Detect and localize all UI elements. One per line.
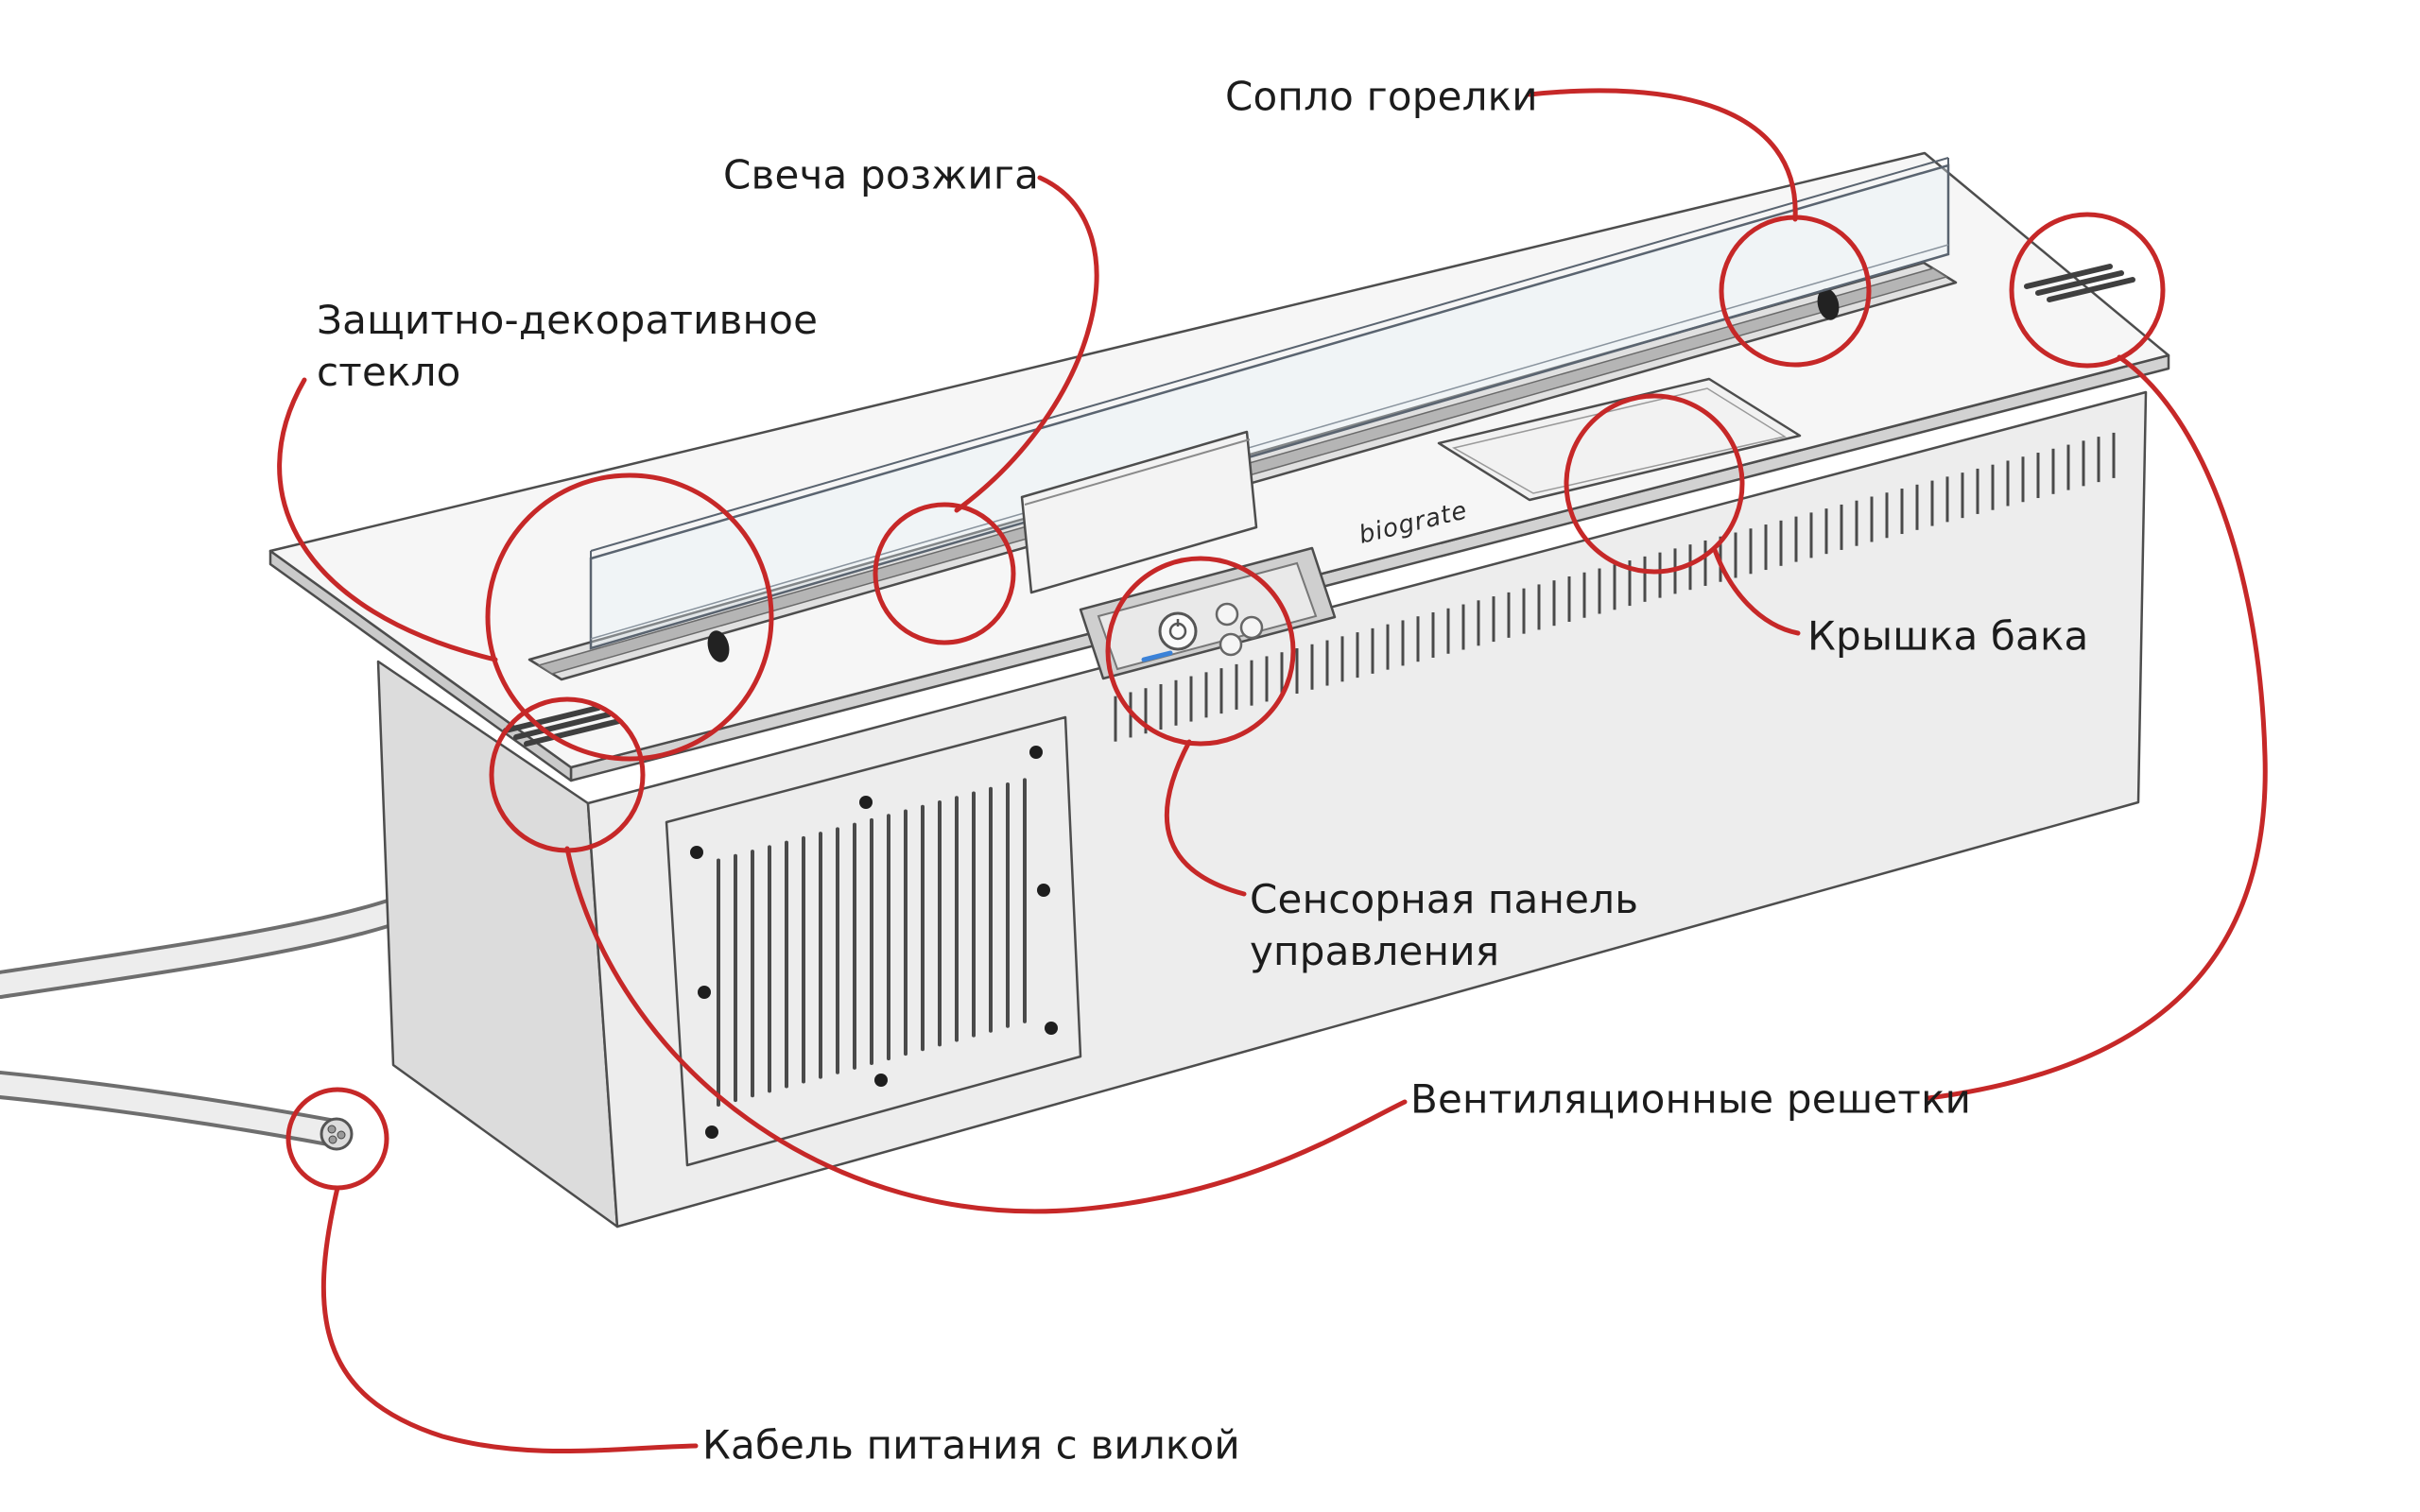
top-vent-left [503,705,622,747]
burner-nozzle-knob [1817,288,1840,320]
annotation-line-tank-lid [1712,547,1801,636]
annotation-line-vent-left [564,846,1408,1214]
cable-connector [320,1117,354,1151]
annotations [277,88,2268,1454]
annotation-line-control-panel [1165,739,1247,897]
top-vent-right [2024,264,2135,302]
grille-slats [717,778,1027,1108]
annotation-line-nozzle [1527,88,1798,222]
control-panel-lid [1020,430,1258,594]
annotation-line-ignition [954,175,1099,513]
top-features: biograte [503,157,2135,747]
ignition-plug-knob [707,630,730,662]
power-button [1158,611,1198,651]
front-grille-panel [665,715,1082,1167]
label-control-panel: Сенсорная панель управления [1250,876,1639,974]
grille-screws [690,746,1058,1139]
label-power-cable: Кабель питания с вилкой [702,1421,1240,1469]
tank-lid-inner-line [1451,387,1787,494]
cable-upper [0,902,400,995]
label-vent-grilles: Вентиляционные решетки [1410,1075,1972,1123]
label-protective-glass: Защитно-декоративное стекло [317,297,819,395]
tank-lid [1437,377,1802,502]
front-vent-band [1114,432,2116,742]
annotation-circle-tank-lid [1564,393,1745,575]
protective-glass [589,157,1950,650]
annotation-line-vent-right [1926,354,2268,1101]
annotation-circle-vent-right [2009,212,2166,369]
panel-button-1 [1215,602,1239,627]
annotation-circle-ignition [873,502,1016,645]
power-cable [0,899,404,1151]
annotation-line-glass [277,377,498,662]
panel-button-2 [1239,615,1264,640]
panel-indicator [1141,650,1173,662]
panel-button-3 [1219,632,1243,657]
panel-face [1097,561,1318,671]
label-burner-nozzle: Сопло горелки [1225,73,1538,120]
control-panel-lid-edge [1024,438,1251,506]
label-tank-lid: Крышка бака [1807,612,2089,660]
label-ignition-plug: Свеча розжига [723,151,1040,198]
touch-control-panel [1079,546,1337,680]
glass-top-edge [590,157,1949,552]
annotation-circle-control-panel [1105,556,1296,747]
annotation-circle-glass [485,472,774,762]
annotation-line-cable [320,1185,699,1454]
